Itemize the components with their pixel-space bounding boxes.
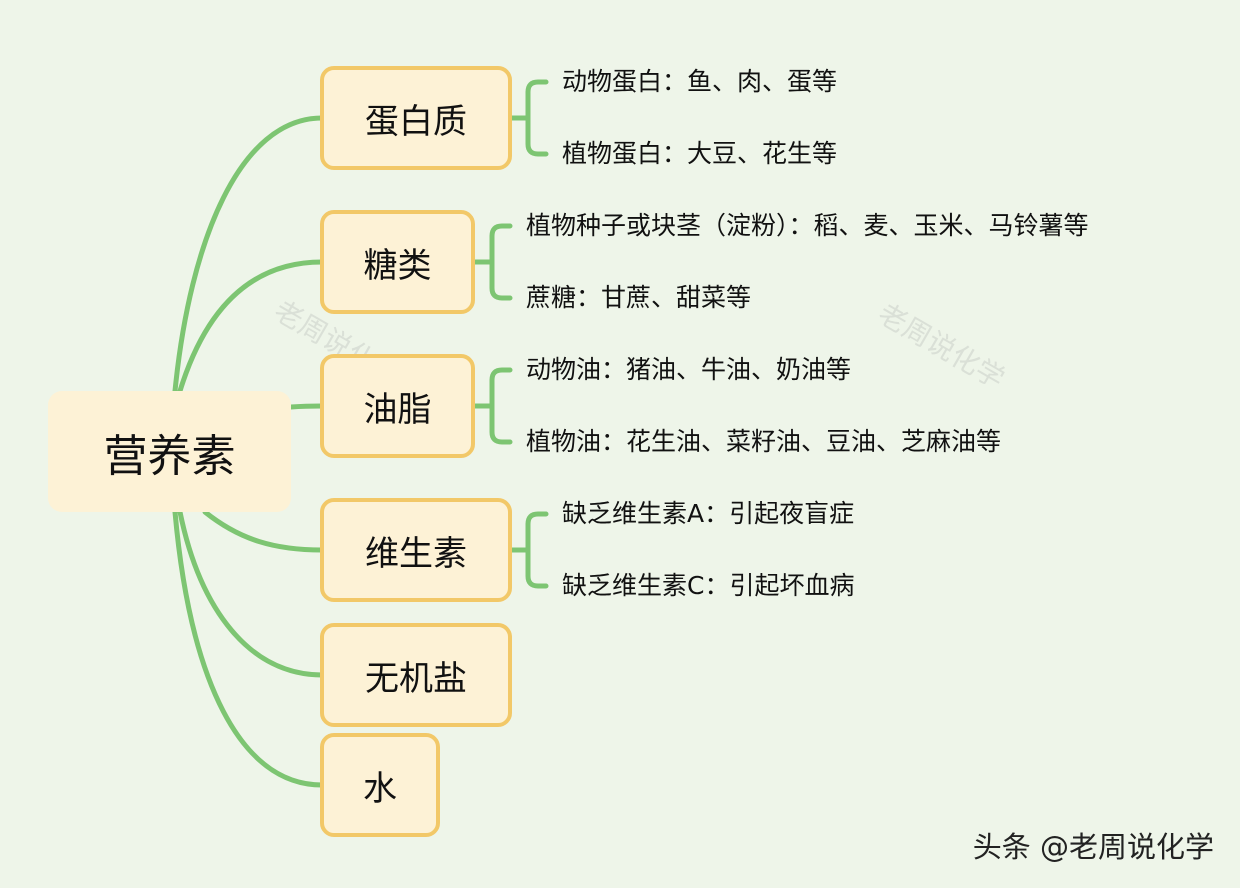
leaf-text: 蔗糖：甘蔗、甜菜等	[526, 283, 752, 312]
branch-node-water: 水	[320, 733, 440, 837]
connector-root-vitamin	[202, 509, 325, 553]
leaf-text: 植物油：花生油、菜籽油、豆油、芝麻油等	[526, 427, 1002, 456]
connector-root-water	[172, 509, 325, 788]
branch-node-fat: 油脂	[320, 354, 475, 458]
leaf-text: 缺乏维生素C：引起坏血病	[562, 571, 855, 600]
connector-root-protein	[172, 115, 325, 394]
branch-node-mineral: 无机盐	[320, 623, 512, 727]
source-credit: 头条 @老周说化学	[972, 830, 1214, 864]
branch-node-protein: 蛋白质	[320, 66, 512, 170]
connector-root-fat	[288, 403, 325, 410]
connector-root-sugar	[177, 259, 325, 394]
bracket-vitamin	[509, 511, 549, 589]
bracket-fat	[472, 367, 513, 445]
connector-root-mineral	[177, 509, 325, 678]
bracket-protein	[509, 79, 549, 157]
leaf-text: 植物种子或块茎（淀粉）：稻、麦、玉米、马铃薯等	[526, 211, 1089, 240]
branch-node-sugar: 糖类	[320, 210, 475, 314]
leaf-text: 缺乏维生素A：引起夜盲症	[562, 499, 855, 528]
root-node: 营养素	[48, 391, 291, 512]
bracket-sugar	[472, 223, 513, 301]
leaf-text: 植物蛋白：大豆、花生等	[562, 139, 838, 168]
branch-node-vitamin: 维生素	[320, 498, 512, 602]
leaf-text: 动物油：猪油、牛油、奶油等	[526, 355, 852, 384]
leaf-text: 动物蛋白：鱼、肉、蛋等	[562, 67, 838, 96]
